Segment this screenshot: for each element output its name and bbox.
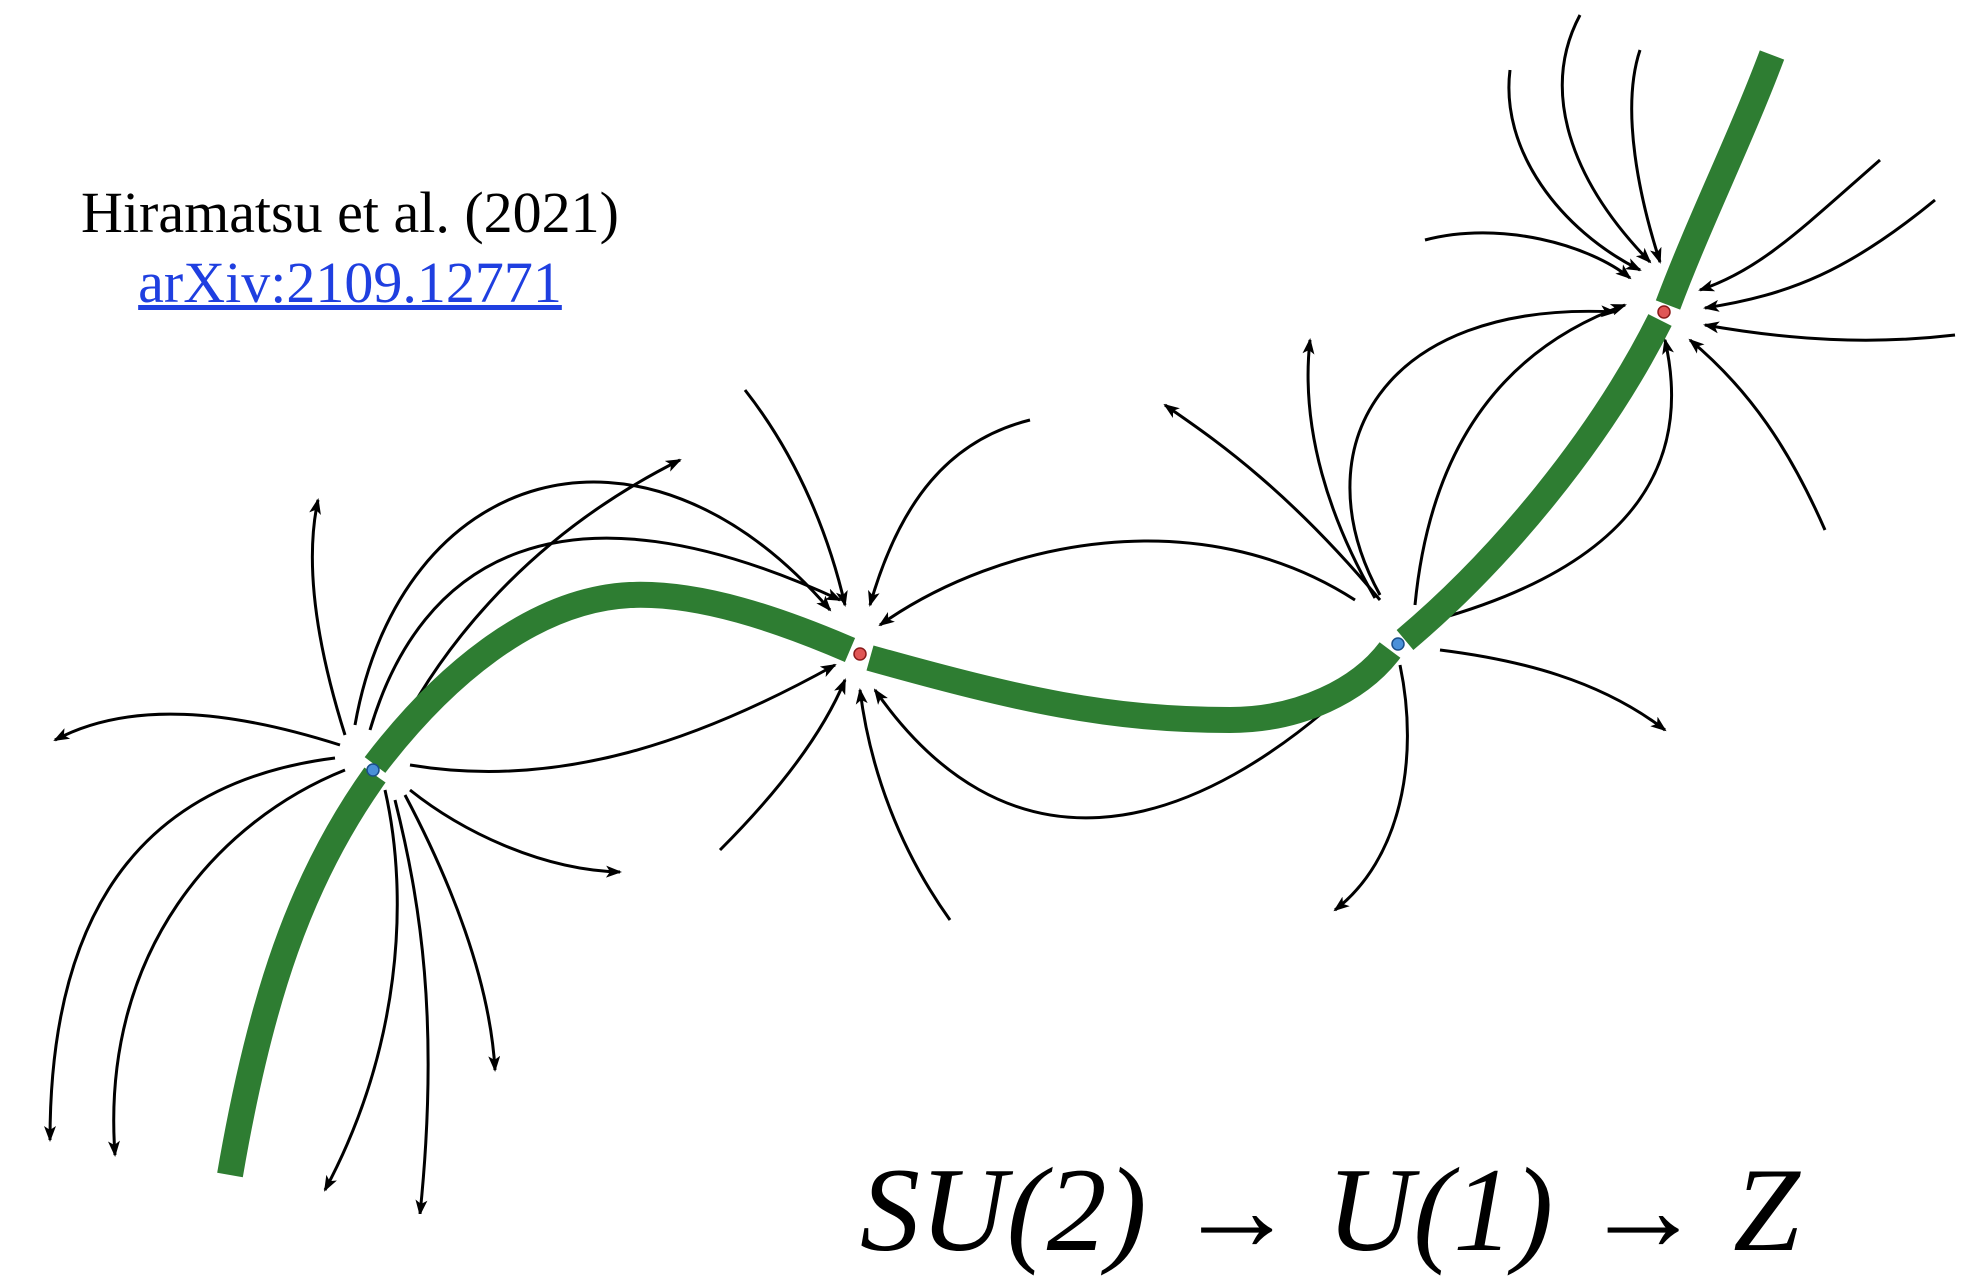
monopole-dot [1391,637,1405,651]
field-line [53,712,341,747]
citation: Hiramatsu et al. (2021) arXiv:2109.12771 [0,178,700,318]
field-line [1703,198,1936,312]
string-segment [364,581,856,773]
string-segment [1396,314,1672,650]
field-lines-antimonopole-top [1348,14,1956,622]
field-line [1703,321,1956,342]
field-line [1163,403,1382,601]
field-line [1439,648,1667,732]
field-line [1302,338,1377,599]
field-line [309,498,347,736]
field-line [1630,49,1662,264]
string-segment [1655,50,1785,310]
field-line [1698,158,1881,292]
field-line [44,756,336,1142]
field-line [1434,338,1674,622]
field-line [1560,14,1652,264]
field-line [1688,338,1827,531]
cosmic-string [217,50,1785,1178]
field-line [353,480,832,726]
field-lines-monopole-left [44,458,682,1214]
field-line [718,678,847,852]
antimonopole-dot [853,647,867,661]
field-lines-antimonopole-center [353,389,1382,921]
field-line [1507,69,1642,272]
symmetry-breaking-formula: SU(2) → U(1) → Z [860,1143,1800,1276]
monopole-dot [366,763,380,777]
arxiv-link[interactable]: arXiv:2109.12771 [138,250,562,315]
citation-author: Hiramatsu et al. (2021) [81,180,619,245]
field-lines-monopole-right [1163,338,1667,912]
string-segment [217,767,386,1178]
field-line [1348,305,1617,596]
field-line [323,789,399,1192]
field-line [743,389,848,607]
field-line [368,536,842,731]
string-segment [866,641,1401,734]
flux-string-diagram [44,14,1956,1214]
field-line [1413,303,1627,606]
field-line [878,539,1356,627]
field-line [409,663,837,773]
field-line [855,688,952,921]
field-line [1424,231,1632,280]
field-line [409,788,622,878]
field-line [393,799,430,1214]
field-line [868,418,1031,607]
field-line [108,768,346,1157]
field-line [873,658,1382,820]
field-line [403,794,501,1072]
antimonopole-dot [1657,305,1671,319]
field-line [1333,664,1409,912]
